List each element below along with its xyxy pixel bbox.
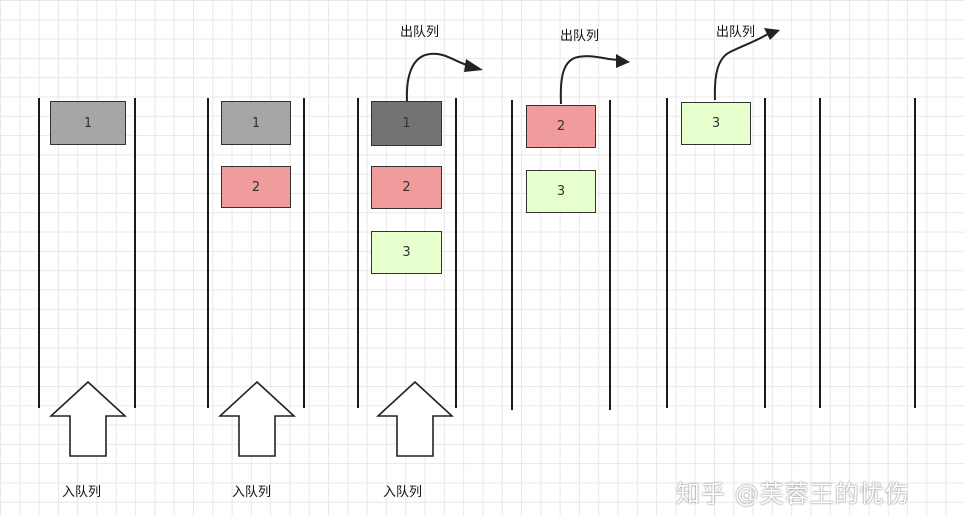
enqueue-arrow-icon	[376, 380, 454, 457]
queue-item-2: 2	[221, 166, 291, 208]
queue-wall-right	[134, 98, 136, 408]
queue-item-1: 1	[50, 101, 126, 145]
queue-wall-left	[38, 98, 40, 408]
queue-wall-right	[764, 98, 766, 408]
queue-item-2: 2	[371, 166, 442, 209]
queue-wall-right	[914, 98, 916, 408]
queue-wall-left	[511, 100, 513, 410]
enqueue-arrow-icon	[49, 380, 127, 457]
queue-item-1: 1	[371, 101, 442, 146]
dequeue-label: 出队列	[400, 25, 440, 40]
queue-wall-left	[207, 98, 209, 408]
queue-item-3: 3	[371, 231, 442, 274]
enqueue-label: 入队列	[62, 485, 102, 500]
queue-item-3: 3	[681, 102, 751, 145]
queue-wall-right	[303, 98, 305, 408]
enqueue-label: 入队列	[232, 485, 272, 500]
dequeue-arrow-icon	[713, 28, 780, 101]
queue-wall-left	[357, 98, 359, 408]
watermark: 知乎 @芙蓉王的忧伤	[676, 480, 910, 508]
queue-item-1: 1	[221, 101, 291, 145]
dequeue-arrow-icon	[405, 52, 483, 102]
queue-item-2: 2	[526, 105, 596, 148]
dequeue-label: 出队列	[716, 25, 756, 40]
queue-wall-left	[666, 98, 668, 408]
dequeue-arrow-icon	[559, 54, 630, 105]
enqueue-arrow-icon	[218, 380, 296, 457]
queue-item-3: 3	[526, 170, 596, 213]
dequeue-label: 出队列	[560, 29, 600, 44]
enqueue-label: 入队列	[383, 485, 423, 500]
queue-wall-right	[455, 98, 457, 408]
queue-wall-right	[609, 100, 611, 410]
queue-wall-left	[819, 98, 821, 408]
